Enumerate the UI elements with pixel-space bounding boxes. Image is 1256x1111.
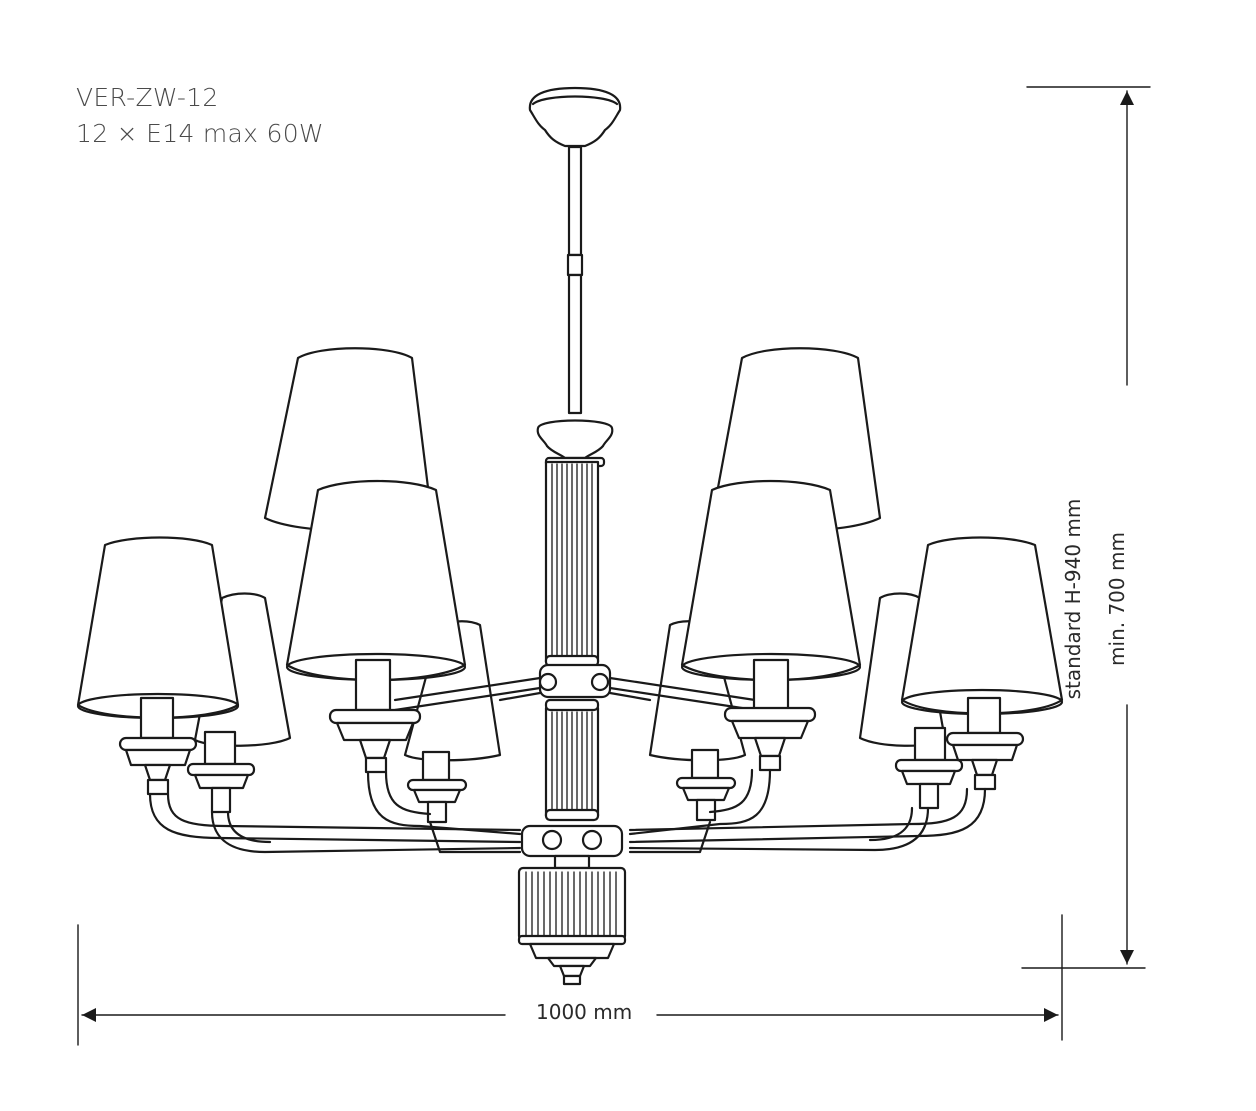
- lower-arms: [148, 768, 987, 854]
- dimension-lines: [77, 86, 1151, 1046]
- lower-hub: [520, 824, 624, 870]
- suspension-rod: [567, 145, 583, 257]
- model-name: VER-ZW-12: [76, 83, 219, 112]
- upper-arms: [393, 676, 757, 712]
- upper-fluted-column: [544, 460, 600, 668]
- product-title-block: VER-ZW-12 12 × E14 max 60W: [76, 80, 324, 152]
- middle-fluted-column: [544, 698, 600, 822]
- height-dimension-labels: standard H-940 mm min. 700 mm: [1051, 469, 1139, 729]
- width-dimension-label: 1000 mm: [530, 1000, 639, 1024]
- height-standard-label: standard H-940 mm: [1061, 498, 1085, 700]
- cup-inner-right: [675, 748, 737, 822]
- ceiling-canopy: [528, 86, 622, 148]
- shade-front-left-outer: [76, 536, 240, 796]
- shade-front-right-inner: [680, 479, 862, 772]
- shade-front-left-inner: [285, 479, 467, 774]
- upper-hub: [538, 663, 612, 699]
- height-min-label: min. 700 mm: [1105, 532, 1129, 666]
- cup-back-right-2: [894, 726, 964, 810]
- cup-inner-left: [406, 750, 468, 824]
- lamp-spec: 12 × E14 max 60W: [76, 119, 324, 148]
- bottom-finial: [517, 866, 627, 986]
- shade-front-right-outer: [900, 536, 1064, 791]
- cup-back-left-2: [186, 730, 256, 814]
